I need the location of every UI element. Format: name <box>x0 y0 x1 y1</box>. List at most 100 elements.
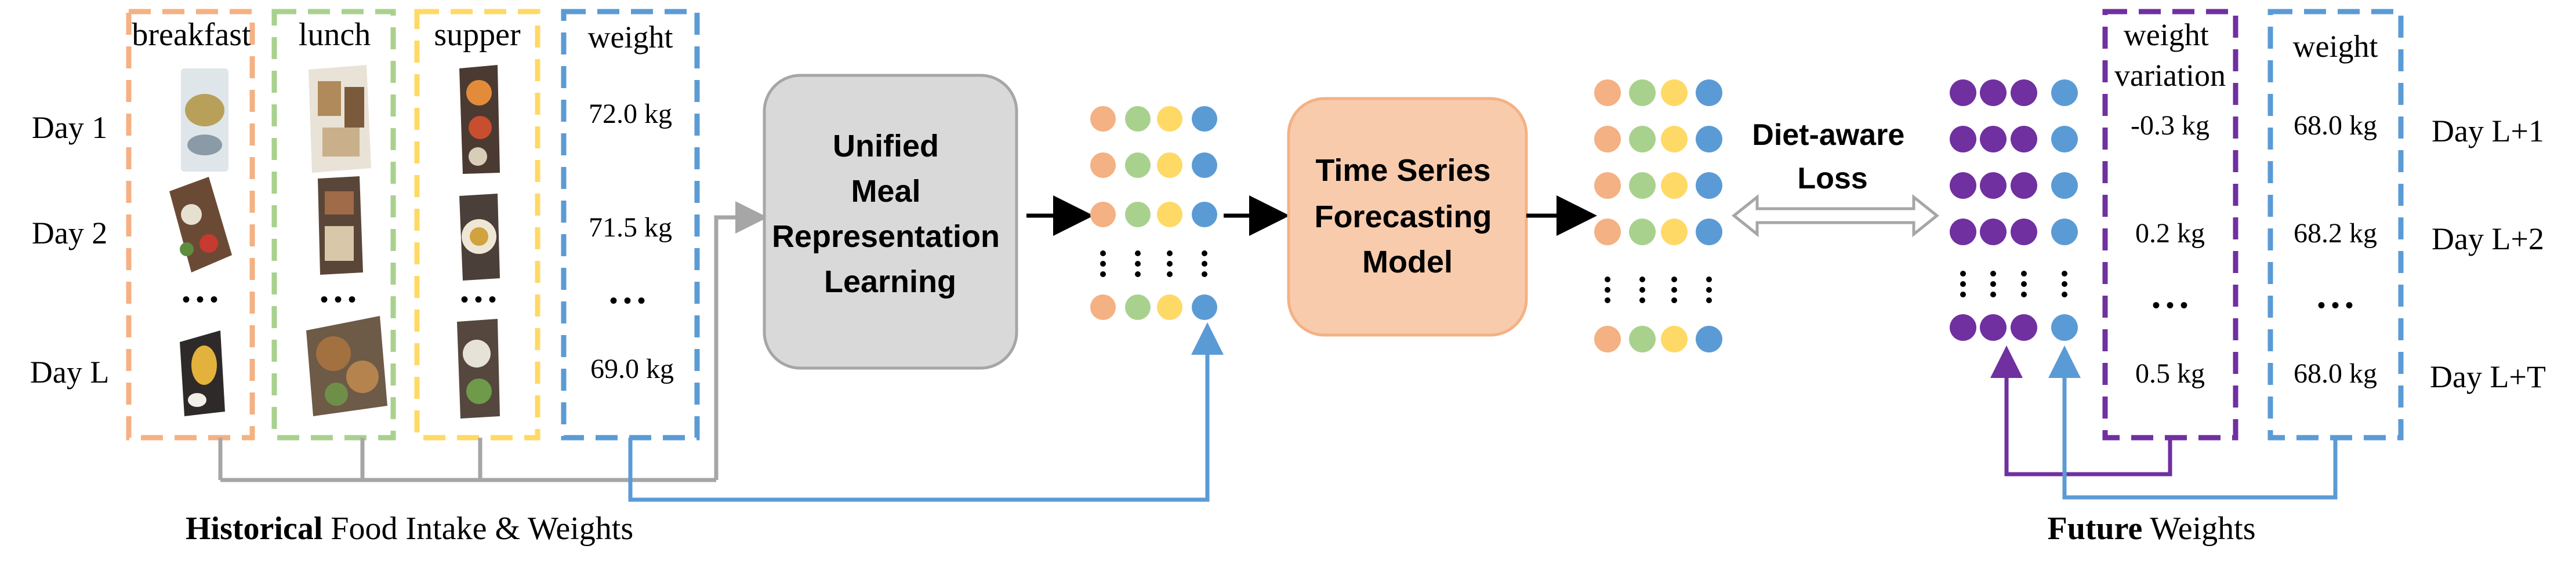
target-dot <box>2011 219 2037 245</box>
embedding-ellipsis-dot <box>1100 271 1106 277</box>
output-ellipsis-dot <box>1639 277 1645 282</box>
output-dot <box>1594 126 1621 152</box>
loss-line-2: Loss <box>1797 162 1867 195</box>
output-dot <box>1594 79 1621 106</box>
forecast-line-1: Time Series <box>1315 153 1490 188</box>
output-ellipsis-dot <box>1671 277 1677 282</box>
target-dot <box>2011 314 2037 341</box>
target-ellipsis-dot <box>1960 281 1966 287</box>
weight-header: weight <box>588 20 673 54</box>
future-caption-bold: Future <box>2048 511 2143 547</box>
output-dot <box>1696 219 1722 245</box>
output-ellipsis-dot <box>1671 287 1677 293</box>
time-series-forecasting-box: Time Series Forecasting Model <box>1287 97 1528 337</box>
variation-header-line-2: variation <box>2114 58 2226 93</box>
variation-day-l2: 0.2 kg <box>2135 218 2205 249</box>
embedding-dot <box>1157 106 1182 132</box>
embedding-dot <box>1192 152 1217 178</box>
output-dot <box>1629 172 1656 199</box>
unified-line-2: Meal <box>851 174 920 209</box>
output-ellipsis-dot <box>1605 297 1610 303</box>
breakfast-photo-day-1 <box>181 68 228 172</box>
lunch-header: lunch <box>299 17 371 53</box>
target-dots <box>1950 79 2078 341</box>
output-ellipsis-dot <box>1706 297 1712 303</box>
variation-to-targets-connector <box>1990 345 2172 477</box>
future-weight-to-targets-connector <box>2048 345 2338 500</box>
embedding-dot <box>1125 152 1151 178</box>
target-ellipsis-dot <box>2021 281 2027 287</box>
embedding-dot <box>1157 152 1182 178</box>
output-ellipsis-dot <box>1605 277 1610 282</box>
forecast-line-2: Forecasting <box>1314 199 1492 234</box>
target-dot <box>1950 314 1976 341</box>
target-ellipsis-dot <box>2062 271 2067 277</box>
output-ellipsis-dot <box>1605 287 1610 293</box>
output-dot <box>1696 126 1722 152</box>
future-day-l2-label: Day L+2 <box>2432 221 2544 256</box>
breakfast-column-frame <box>126 9 255 441</box>
diet-aware-loss: Diet-aware Loss <box>1731 118 1940 238</box>
embedding-ellipsis-dot <box>1202 271 1207 277</box>
supper-header: supper <box>434 17 521 53</box>
weight-day-1: 72.0 kg <box>589 99 672 129</box>
target-ellipsis-dot <box>1960 271 1966 277</box>
output-dot <box>1594 219 1621 245</box>
future-day-lt-label: Day L+T <box>2430 359 2546 394</box>
supper-photo-day-1 <box>459 65 500 174</box>
embedding-dot <box>1125 202 1151 227</box>
embedding-ellipsis-dot <box>1167 271 1173 277</box>
variation-header-line-1: weight <box>2124 17 2209 52</box>
svg-text:weight variation: weight variation <box>2114 17 2226 93</box>
output-dot <box>1629 79 1656 106</box>
unified-meal-representation-box: Unified Meal Representation Learning <box>763 74 1018 370</box>
output-dot <box>1696 79 1722 106</box>
weights-ellipsis: • • • <box>609 288 645 314</box>
target-dot <box>1980 79 2007 106</box>
loss-line-1: Diet-aware <box>1752 118 1904 152</box>
svg-text:Diet-aware Loss: Diet-aware Loss <box>1752 118 1913 195</box>
embedding-ellipsis-dot <box>1167 261 1173 267</box>
output-dot <box>1661 326 1688 352</box>
day-l-label: Day L <box>30 355 109 390</box>
embedding-ellipsis-dot <box>1135 271 1141 277</box>
supper-photo-day-l <box>457 319 500 419</box>
target-dot <box>2011 79 2037 106</box>
supper-photo-day-2 <box>459 194 500 281</box>
embedding-ellipsis-dot <box>1135 261 1141 267</box>
variation-day-l1: -0.3 kg <box>2131 110 2209 141</box>
output-dot <box>1661 219 1688 245</box>
output-dot <box>1629 126 1656 152</box>
target-dot <box>2051 172 2078 199</box>
embedding-ellipsis-dot <box>1100 261 1106 267</box>
weights-to-embeddings-connector <box>628 322 1224 502</box>
target-ellipsis-dot <box>2062 281 2067 287</box>
svg-text:Time Series Forecasting: Time Series Forecasting Model <box>1314 153 1500 279</box>
unified-line-4: Learning <box>824 264 956 299</box>
embedding-ellipsis-dot <box>1202 261 1207 267</box>
breakfast-header: breakfast <box>132 17 251 53</box>
output-dot <box>1661 172 1688 199</box>
embedding-ellipsis-dot <box>1202 250 1207 256</box>
future-weight-day-lt: 68.0 kg <box>2294 358 2377 389</box>
output-dot <box>1594 326 1621 352</box>
target-dot <box>2051 219 2078 245</box>
output-dot <box>1594 172 1621 199</box>
embedding-ellipsis-dot <box>1135 250 1141 256</box>
embedding-dot <box>1090 294 1116 320</box>
future-section: weight variation weight -0.3 kg 0.2 kg •… <box>2048 9 2546 547</box>
target-dot <box>1950 126 1976 152</box>
future-weight-day-l2: 68.2 kg <box>2294 218 2377 249</box>
breakfast-ellipsis: • • • <box>182 286 218 312</box>
lunch-ellipsis: • • • <box>320 286 356 312</box>
future-weight-header: weight <box>2293 29 2378 64</box>
target-ellipsis-dot <box>1990 292 1996 297</box>
forecast-output-dots <box>1594 79 1722 352</box>
target-ellipsis-dot <box>2062 292 2067 297</box>
embedding-dot <box>1090 152 1116 178</box>
target-ellipsis-dot <box>2021 271 2027 277</box>
output-dot <box>1629 326 1656 352</box>
output-ellipsis-dot <box>1671 297 1677 303</box>
embedding-dot <box>1192 202 1217 227</box>
